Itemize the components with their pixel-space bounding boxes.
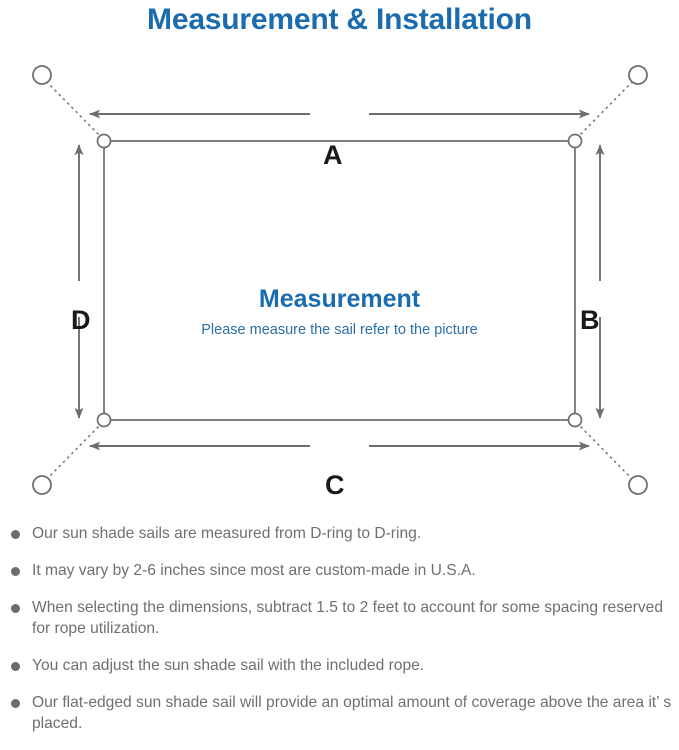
- d-ring-bottom-left-icon: [96, 412, 112, 428]
- anchor-rings: [32, 65, 648, 495]
- anchor-top-right-icon: [628, 65, 648, 85]
- anchor-bottom-right-icon: [628, 475, 648, 495]
- rope-line-top-right: [575, 76, 638, 140]
- rope-line-bottom-right: [575, 421, 638, 485]
- d-ring-top-left-icon: [96, 133, 112, 149]
- bullet-icon: [11, 567, 20, 576]
- note-text: Our flat-edged sun shade sail will provi…: [32, 694, 672, 732]
- bullet-icon: [11, 699, 20, 708]
- list-item: When selecting the dimensions, subtract …: [0, 597, 679, 639]
- list-item: It may vary by 2-6 inches since most are…: [0, 560, 679, 581]
- list-item: Our flat-edged sun shade sail will provi…: [0, 692, 679, 734]
- dimension-label-c: C: [325, 470, 345, 500]
- d-ring-top-right-icon: [567, 133, 583, 149]
- bullet-icon: [11, 662, 20, 671]
- diagram-svg: [32, 65, 648, 495]
- dimension-label-b: B: [580, 305, 600, 335]
- notes-list: Our sun shade sails are measured from D-…: [0, 523, 679, 750]
- list-item: Our sun shade sails are measured from D-…: [0, 523, 679, 544]
- note-text: It may vary by 2-6 inches since most are…: [32, 562, 476, 579]
- sail-rectangle: [103, 140, 576, 421]
- dimension-label-a: A: [323, 140, 343, 170]
- d-rings: [96, 133, 583, 428]
- rope-line-bottom-left: [41, 421, 104, 485]
- anchor-bottom-left-icon: [32, 475, 52, 495]
- note-text: You can adjust the sun shade sail with t…: [32, 657, 425, 674]
- note-text: When selecting the dimensions, subtract …: [32, 599, 664, 637]
- rope-line-top-left: [41, 76, 104, 140]
- note-text: Our sun shade sails are measured from D-…: [32, 525, 422, 542]
- bullet-icon: [11, 604, 20, 613]
- page-title: Measurement & Installation: [147, 3, 532, 36]
- rope-lines: [41, 76, 638, 485]
- dimension-label-d: D: [71, 305, 91, 335]
- anchor-top-left-icon: [32, 65, 52, 85]
- d-ring-bottom-right-icon: [567, 412, 583, 428]
- sail-measurement-diagram: Measurement Please measure the sail refe…: [0, 45, 679, 515]
- bullet-icon: [11, 530, 20, 539]
- list-item: You can adjust the sun shade sail with t…: [0, 655, 679, 676]
